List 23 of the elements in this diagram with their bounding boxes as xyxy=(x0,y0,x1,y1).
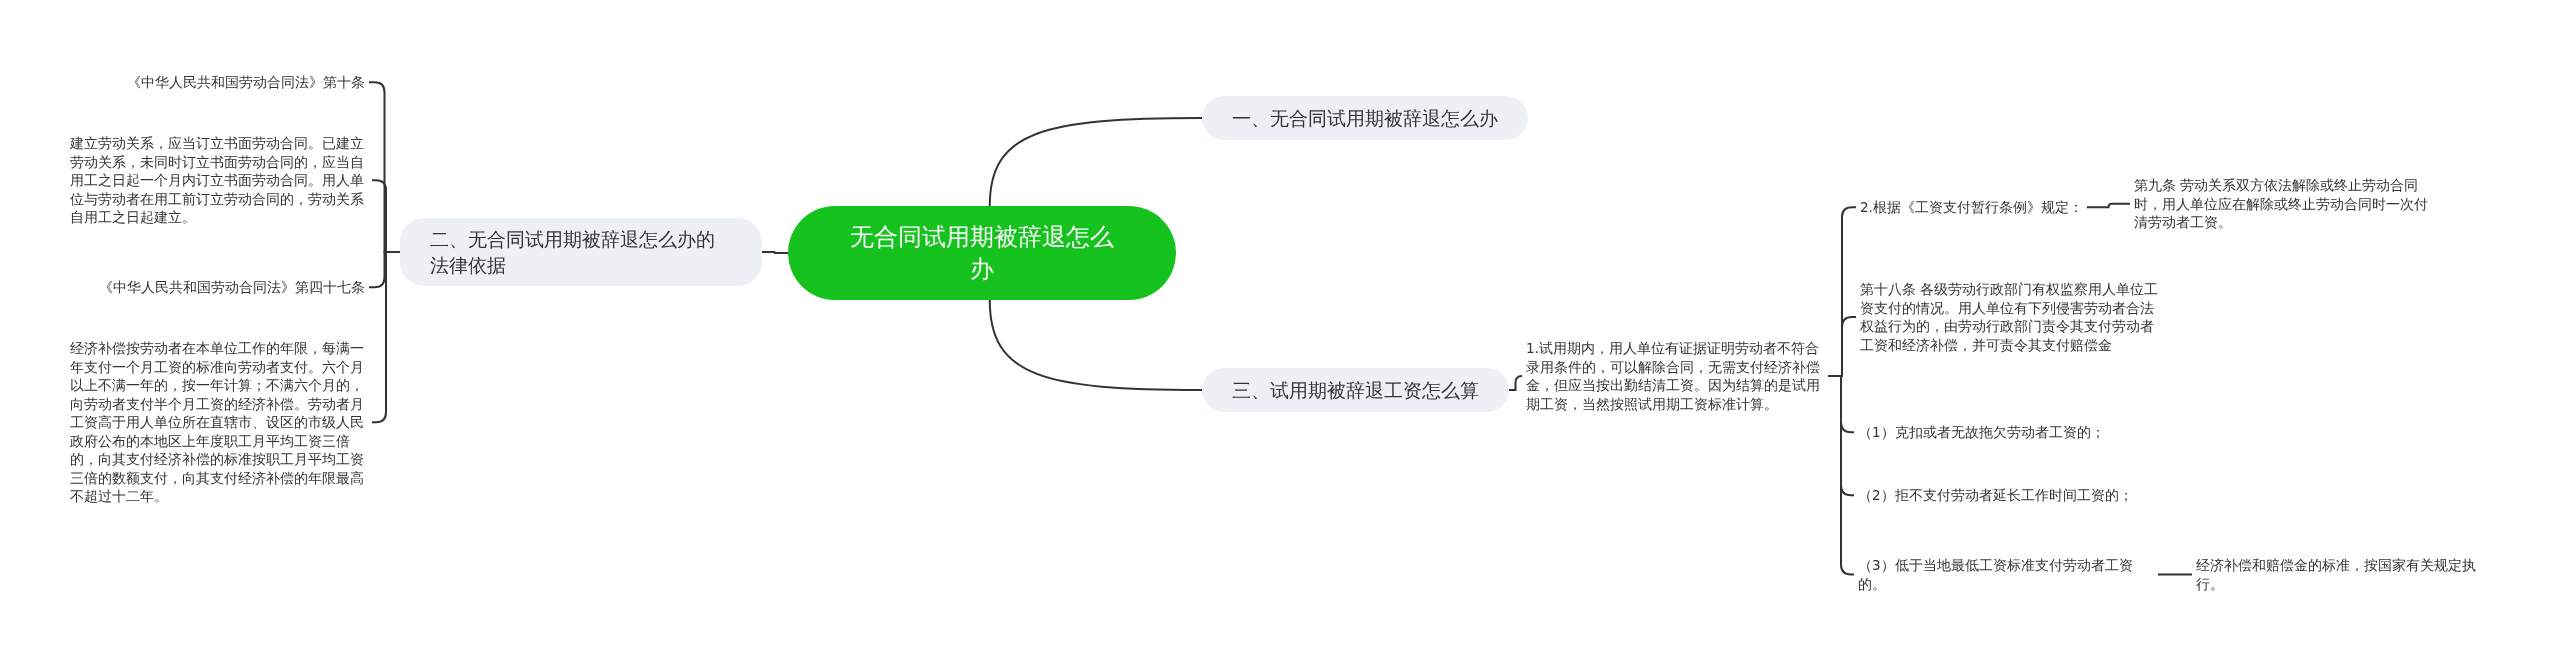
branch-text: 第十八条 各级劳动行政部门有权监察用人单位工资支付的情况。用人单位有下列侵害劳动者合法权益行为的，由劳动行政部门责令其支付劳动者工资和经济补偿，并可责令其支付赔偿金 xyxy=(1860,280,2162,354)
connector-line xyxy=(2157,573,2193,576)
branch-text: 经济补偿按劳动者在本单位工作的年限，每满一年支付一个月工资的标准向劳动者支付。六个月以上不满一年的，按一年计算；不满六个月的，向劳动者支付半个月工资的经济补偿。劳动者月工资高于用人单位所在直辖市、设区的市级人民政府公布的本地区上年度职工月平均工资三倍的，向其支付经济补偿的标准按职工月平均工资三倍的数额支付，向其支付经济补偿的年限最高不超过十二年。 xyxy=(70,339,368,506)
connector-line xyxy=(1827,375,1855,576)
branch-text: 第九条 劳动关系双方依法解除或终止劳动合同时，用人单位应在解除或终止劳动合同时一次付清劳动者工资。 xyxy=(2134,176,2436,232)
branch-text: 《中华人民共和国劳动合同法》第四十七条 xyxy=(99,278,365,297)
branch-text: （2）拒不支付劳动者延长工作时间工资的； xyxy=(1858,486,2133,505)
branch-text: 建立劳动关系，应当订立书面劳动合同。已建立劳动关系，未同时订立书面劳动合同的，应当自用工之日起一个月内订立书面劳动合同。用人单位与劳动者在用工前订立劳动合同的，劳动关系自用工之日起建立。 xyxy=(70,134,368,227)
central-topic: 无合同试用期被辞退怎么办 xyxy=(788,206,1176,300)
connector-line xyxy=(2085,202,2131,209)
branch-text: （1）克扣或者无故拖欠劳动者工资的； xyxy=(1858,423,2105,442)
branch-text: 经济补偿和赔偿金的标准，按国家有关规定执行。 xyxy=(2196,556,2498,593)
branch-text: 2.根据《工资支付暂行条例》规定： xyxy=(1860,198,2083,217)
topic-pill: 二、无合同试用期被辞退怎么办的法律依据 xyxy=(400,218,762,286)
branch-text: （3）低于当地最低工资标准支付劳动者工资的。 xyxy=(1858,556,2154,593)
connector-line xyxy=(761,251,789,254)
branch-text: 1.试用期内，用人单位有证据证明劳动者不符合录用条件的，可以解除合同，无需支付经济补偿金，但应当按出勤结清工资。因为结算的是试用期工资，当然按照试用期工资标准计算。 xyxy=(1526,339,1824,413)
topic-pill: 一、无合同试用期被辞退怎么办 xyxy=(1202,96,1528,140)
topic-pill: 三、试用期被辞退工资怎么算 xyxy=(1202,368,1509,412)
connector-line xyxy=(988,299,1203,391)
connector-line xyxy=(988,117,1203,207)
branch-text: 《中华人民共和国劳动合同法》第十条 xyxy=(127,73,365,92)
connector-line xyxy=(1508,375,1523,391)
